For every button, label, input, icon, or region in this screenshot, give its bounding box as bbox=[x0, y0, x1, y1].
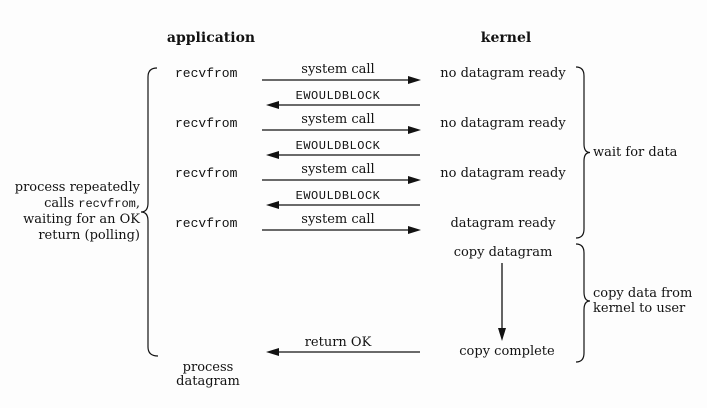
recvfrom-inline-code: recvfrom bbox=[78, 197, 136, 211]
system-call-label-1: system call bbox=[301, 62, 375, 77]
ewouldblock-label-3: EWOULDBLOCK bbox=[295, 189, 381, 203]
ewouldblock-arrow-1 bbox=[266, 101, 420, 109]
system-call-label-4: system call bbox=[301, 212, 375, 227]
recvfrom-call-2: recvfrom bbox=[175, 116, 238, 131]
system-call-arrow-4 bbox=[262, 226, 421, 234]
ewouldblock-arrow-3 bbox=[266, 201, 420, 209]
left-brace bbox=[140, 67, 159, 357]
recvfrom-call-1: recvfrom bbox=[175, 66, 238, 81]
process-datagram-line1: process bbox=[182, 360, 234, 375]
system-call-arrow-3 bbox=[262, 176, 421, 184]
return-ok-arrow bbox=[266, 348, 420, 356]
kernel-state-4: datagram ready bbox=[450, 216, 556, 231]
return-ok-label: return OK bbox=[304, 335, 372, 350]
ewouldblock-label-2: EWOULDBLOCK bbox=[295, 139, 381, 153]
copy-data-note: copy data from kernel to user bbox=[593, 286, 692, 316]
recvfrom-call-4: recvfrom bbox=[175, 216, 238, 231]
copy-datagram-label: copy datagram bbox=[453, 245, 553, 260]
copy-progress-arrow bbox=[498, 263, 506, 341]
copy-data-brace bbox=[575, 243, 591, 363]
system-call-arrow-2 bbox=[262, 126, 421, 134]
wait-for-data-label: wait for data bbox=[593, 145, 678, 160]
polling-note-line2: calls recvfrom, bbox=[44, 196, 140, 211]
polling-note: process repeatedly calls recvfrom, waiti… bbox=[8, 180, 140, 244]
ewouldblock-label-1: EWOULDBLOCK bbox=[295, 89, 381, 103]
system-call-label-3: system call bbox=[301, 162, 375, 177]
application-header: application bbox=[166, 30, 256, 46]
kernel-state-2: no datagram ready bbox=[440, 116, 566, 131]
polling-note-line3: waiting for an OK bbox=[23, 212, 140, 227]
polling-note-line4: return (polling) bbox=[38, 228, 140, 243]
recvfrom-call-3: recvfrom bbox=[175, 166, 238, 181]
process-datagram-line2: datagram bbox=[176, 374, 240, 389]
copy-data-note-line1: copy data from bbox=[593, 286, 693, 301]
kernel-header: kernel bbox=[480, 30, 532, 46]
system-call-label-2: system call bbox=[301, 112, 375, 127]
ewouldblock-arrow-2 bbox=[266, 151, 420, 159]
kernel-state-3: no datagram ready bbox=[440, 166, 566, 181]
process-datagram-note: process datagram bbox=[160, 361, 256, 389]
polling-note-line1: process repeatedly bbox=[14, 180, 140, 195]
wait-for-data-brace bbox=[575, 66, 591, 239]
copy-complete-label: copy complete bbox=[459, 344, 555, 359]
copy-data-note-line2: kernel to user bbox=[593, 301, 686, 316]
system-call-arrow-1 bbox=[262, 76, 421, 84]
kernel-state-1: no datagram ready bbox=[440, 66, 566, 81]
